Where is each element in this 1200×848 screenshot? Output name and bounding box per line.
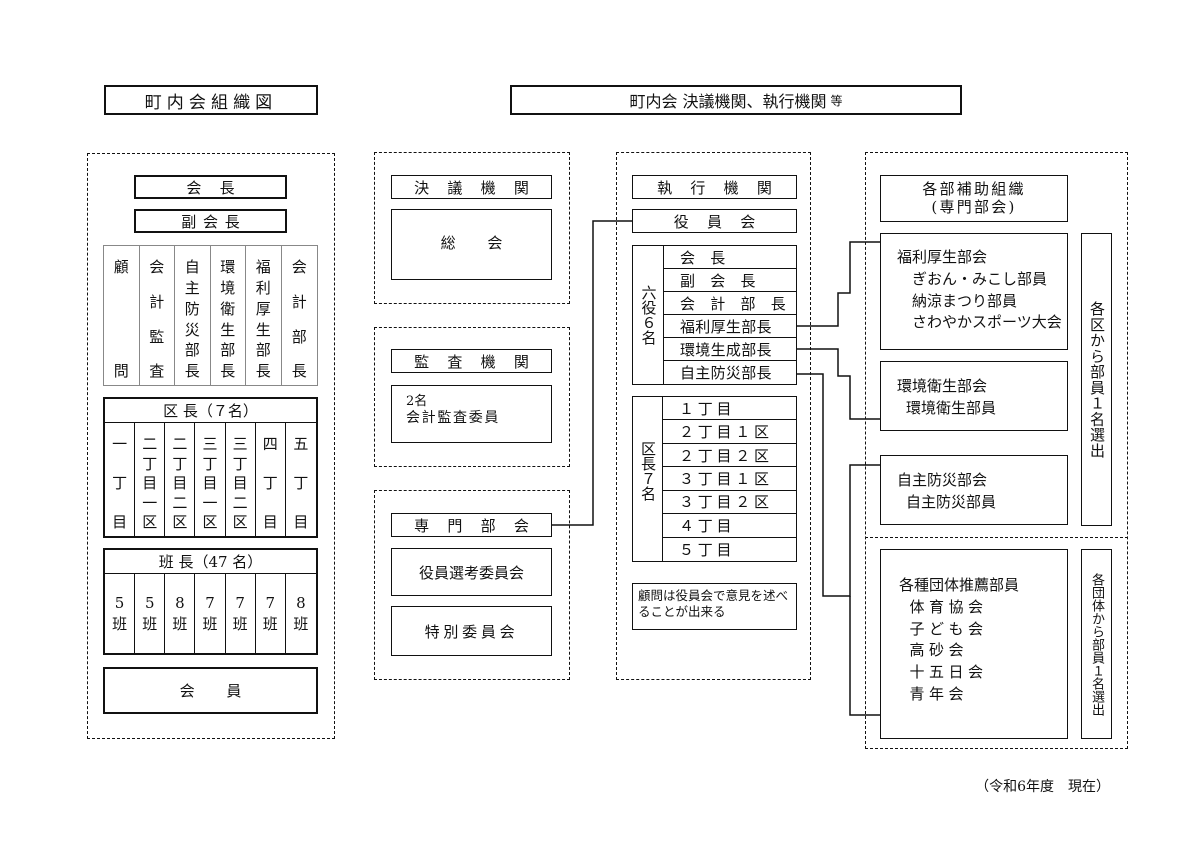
kucho-grid: 区 長（７名） 一丁目二丁目一区二丁目二区三丁目一区三丁目二区四丁目五丁目 — [103, 397, 318, 538]
hojo-divider — [865, 537, 1128, 538]
kucho-header: 区 長（７名） — [105, 399, 316, 423]
dantai-title: 各種団体推薦部員 — [899, 576, 1020, 594]
shikko-header: 執 行 機 関 — [632, 175, 797, 199]
yakuinkai-box: 役 員 会 — [632, 209, 797, 233]
kucho-cell: 三丁目一区 — [195, 423, 226, 536]
dantai-item: 子ども会 — [909, 619, 988, 638]
rokuyaku-group: 六役６名 会 長副 会 長会 計 部 長福利厚生部長環境生成部長自主防災部長 — [632, 245, 797, 385]
connector-kankyo — [797, 348, 880, 420]
fukuri-title: 福利厚生部会 — [897, 248, 988, 266]
side-note-dantai: 各団体から部員１名選出 — [1081, 549, 1112, 739]
hojo-header: 各部補助組織 (専門部会) — [880, 175, 1068, 222]
kaicho-box: 会 長 — [134, 175, 287, 199]
role-cell: 自主防災部長 — [175, 246, 211, 385]
kansa-role: 会計監査委員 — [406, 409, 501, 426]
kucho-cell: 三丁目二区 — [226, 423, 256, 536]
kansa-frame — [374, 327, 570, 467]
shikko-frame — [616, 152, 811, 680]
sokai-box: 総 会 — [391, 209, 552, 280]
dantai-item: 体育協会 — [909, 597, 988, 616]
kucho-list-item: ２丁目１区 — [663, 420, 796, 444]
rokuyaku-item: 会 長 — [664, 246, 796, 269]
senmon-item-senko: 役員選考委員会 — [391, 548, 552, 596]
kucho-list-item: ２丁目２区 — [663, 444, 796, 468]
ketsugi-frame — [374, 152, 570, 304]
org-chart-title: 町内会組織図 — [104, 85, 318, 115]
connector-bosai — [797, 373, 880, 597]
rokuyaku-item: 会 計 部 長 — [664, 292, 796, 315]
rokuyaku-item: 環境生成部長 — [664, 338, 796, 361]
kucho-list-item: ５丁目 — [679, 540, 736, 559]
kucho-cell: 四丁目 — [256, 423, 286, 536]
role-cell: 会計部長 — [291, 258, 307, 381]
senmon-frame — [374, 490, 570, 680]
hojo-frame — [865, 152, 1128, 749]
kucho-cell: 二丁目一区 — [135, 423, 166, 536]
kucho-list-item: ４丁目 — [663, 514, 796, 538]
bosai-title: 自主防災部会 — [897, 471, 988, 489]
role-cell: 顧問 — [104, 246, 140, 385]
hancho-header: 班 長（47 名） — [105, 550, 316, 574]
ketsugi-header: 決 議 機 関 — [391, 175, 552, 199]
kaiin-box: 会 員 — [103, 667, 318, 714]
dantai-item: 高砂会 — [909, 641, 969, 660]
kankyo-title: 環境衛生部会 — [897, 377, 988, 395]
kucho-list-item: ３丁目１区 — [663, 467, 796, 491]
connector-fukuri — [797, 241, 880, 327]
kansa-header: 監 査 機 関 — [391, 349, 552, 373]
fukuri-bukai-box: 福利厚生部会 ぎおん・みこし部員 納涼まつり部員 さわやかスポーツ大会 — [880, 233, 1068, 350]
fukuri-item: 納涼まつり部員 — [912, 291, 1018, 310]
rokuyaku-item: 副 会 長 — [664, 269, 796, 292]
bosai-bukai-box: 自主防災部会 自主防災部員 — [880, 455, 1068, 525]
kucho-cell: 五丁目 — [293, 435, 309, 532]
role-cell: 福利厚生部長 — [246, 246, 282, 385]
fukuri-item: ぎおん・みこし部員 — [912, 269, 1048, 288]
kucho-cell: 二丁目二区 — [165, 423, 196, 536]
side-note-ku: 各区から部員１名選出 — [1081, 233, 1112, 526]
rokuyaku-item: 自主防災部長 — [680, 364, 772, 382]
fukukaicho-box: 副会長 — [134, 209, 287, 233]
rokuyaku-label: 六役６名 — [639, 285, 658, 345]
kansa-count: 2名 — [406, 394, 428, 409]
kansa-body: 2名 会計監査委員 — [391, 385, 552, 443]
komon-note: 顧問は役員会で意見を述べることが出来る — [632, 583, 797, 630]
senmon-header: 専 門 部 会 — [391, 513, 552, 537]
bosai-item: 自主防災部員 — [906, 492, 997, 511]
rokuyaku-item: 福利厚生部長 — [664, 315, 796, 338]
kucho-cell: 一丁目 — [105, 423, 136, 536]
dantai-item: 十五日会 — [909, 663, 988, 681]
org-chart-frame — [87, 153, 335, 739]
kucho-list-item: １丁目 — [663, 397, 796, 421]
senmon-item-tokubetsu: 特別委員会 — [391, 606, 552, 656]
connector-senmon-yakuinkai — [552, 220, 632, 526]
footer-date: （令和6年度 現在） — [975, 779, 1110, 795]
kucho-list-label: 区長７名 — [639, 441, 657, 501]
bodies-title: 町内会 決議機関、執行機関等 — [510, 85, 962, 115]
dantai-item: 青年会 — [909, 684, 969, 703]
role-cell: 環境衛生部長 — [211, 246, 246, 385]
kucho-list-item: ３丁目２区 — [663, 491, 796, 515]
role-cell: 会計監査 — [140, 246, 175, 385]
roles-grid: 顧問会計監査自主防災部長環境衛生部長福利厚生部長会計部長 — [103, 245, 318, 386]
dantai-box: 各種団体推薦部員 体育協会子ども会高砂会十五日会青年会 — [880, 549, 1068, 739]
kankyo-bukai-box: 環境衛生部会 環境衛生部員 — [880, 361, 1068, 431]
kankyo-item: 環境衛生部員 — [906, 398, 997, 417]
fukuri-item: さわやかスポーツ大会 — [912, 313, 1062, 332]
connector-dantai — [849, 596, 880, 716]
